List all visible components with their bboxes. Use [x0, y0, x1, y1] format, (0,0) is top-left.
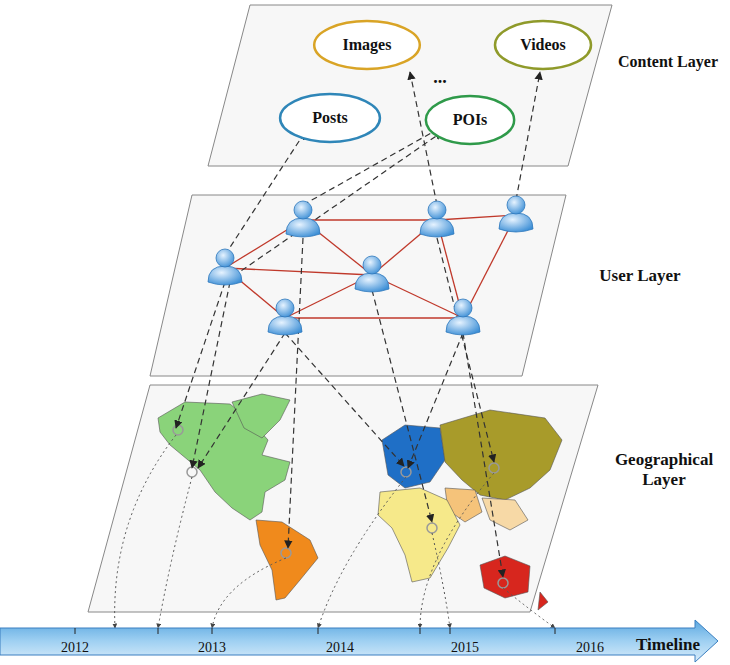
layer-name: Content Layer — [609, 52, 727, 71]
user-icon — [286, 201, 320, 237]
year-label: 2012 — [50, 640, 100, 657]
content-label: Images — [343, 36, 392, 54]
dotted-time-arrows — [115, 435, 555, 628]
user-icon — [499, 196, 533, 232]
social-links — [225, 215, 516, 318]
user-icon — [446, 299, 480, 335]
content-ellipse: POIs — [424, 94, 516, 146]
content-ellipse: Posts — [278, 92, 382, 144]
user-icon — [420, 201, 454, 237]
year-label: 2015 — [440, 640, 490, 657]
content-label: POIs — [453, 111, 488, 129]
world-map — [158, 394, 562, 610]
layer-name: User Layer — [585, 266, 695, 286]
content-label: Videos — [520, 36, 566, 54]
user-icon — [208, 249, 242, 285]
user-icon — [268, 299, 302, 335]
content-label: Posts — [312, 109, 348, 127]
user-plane — [150, 195, 566, 376]
content-ellipse: Images — [312, 19, 422, 71]
content-ellipse: Videos — [493, 19, 593, 71]
user-icons — [208, 196, 533, 335]
user-icon — [355, 256, 389, 292]
year-label: 2014 — [315, 640, 365, 657]
year-label: 2013 — [187, 640, 237, 657]
axis-name: Timeline — [618, 635, 718, 655]
timeline-arrow — [0, 620, 718, 662]
geo-plane — [88, 385, 598, 612]
location-markers — [173, 425, 508, 588]
dashed-arrows — [176, 72, 540, 577]
layer-name: Geographical Layer — [604, 450, 724, 491]
year-label: 2016 — [565, 640, 615, 657]
content-plane — [208, 5, 612, 166]
ellipsis: ... — [420, 67, 460, 89]
